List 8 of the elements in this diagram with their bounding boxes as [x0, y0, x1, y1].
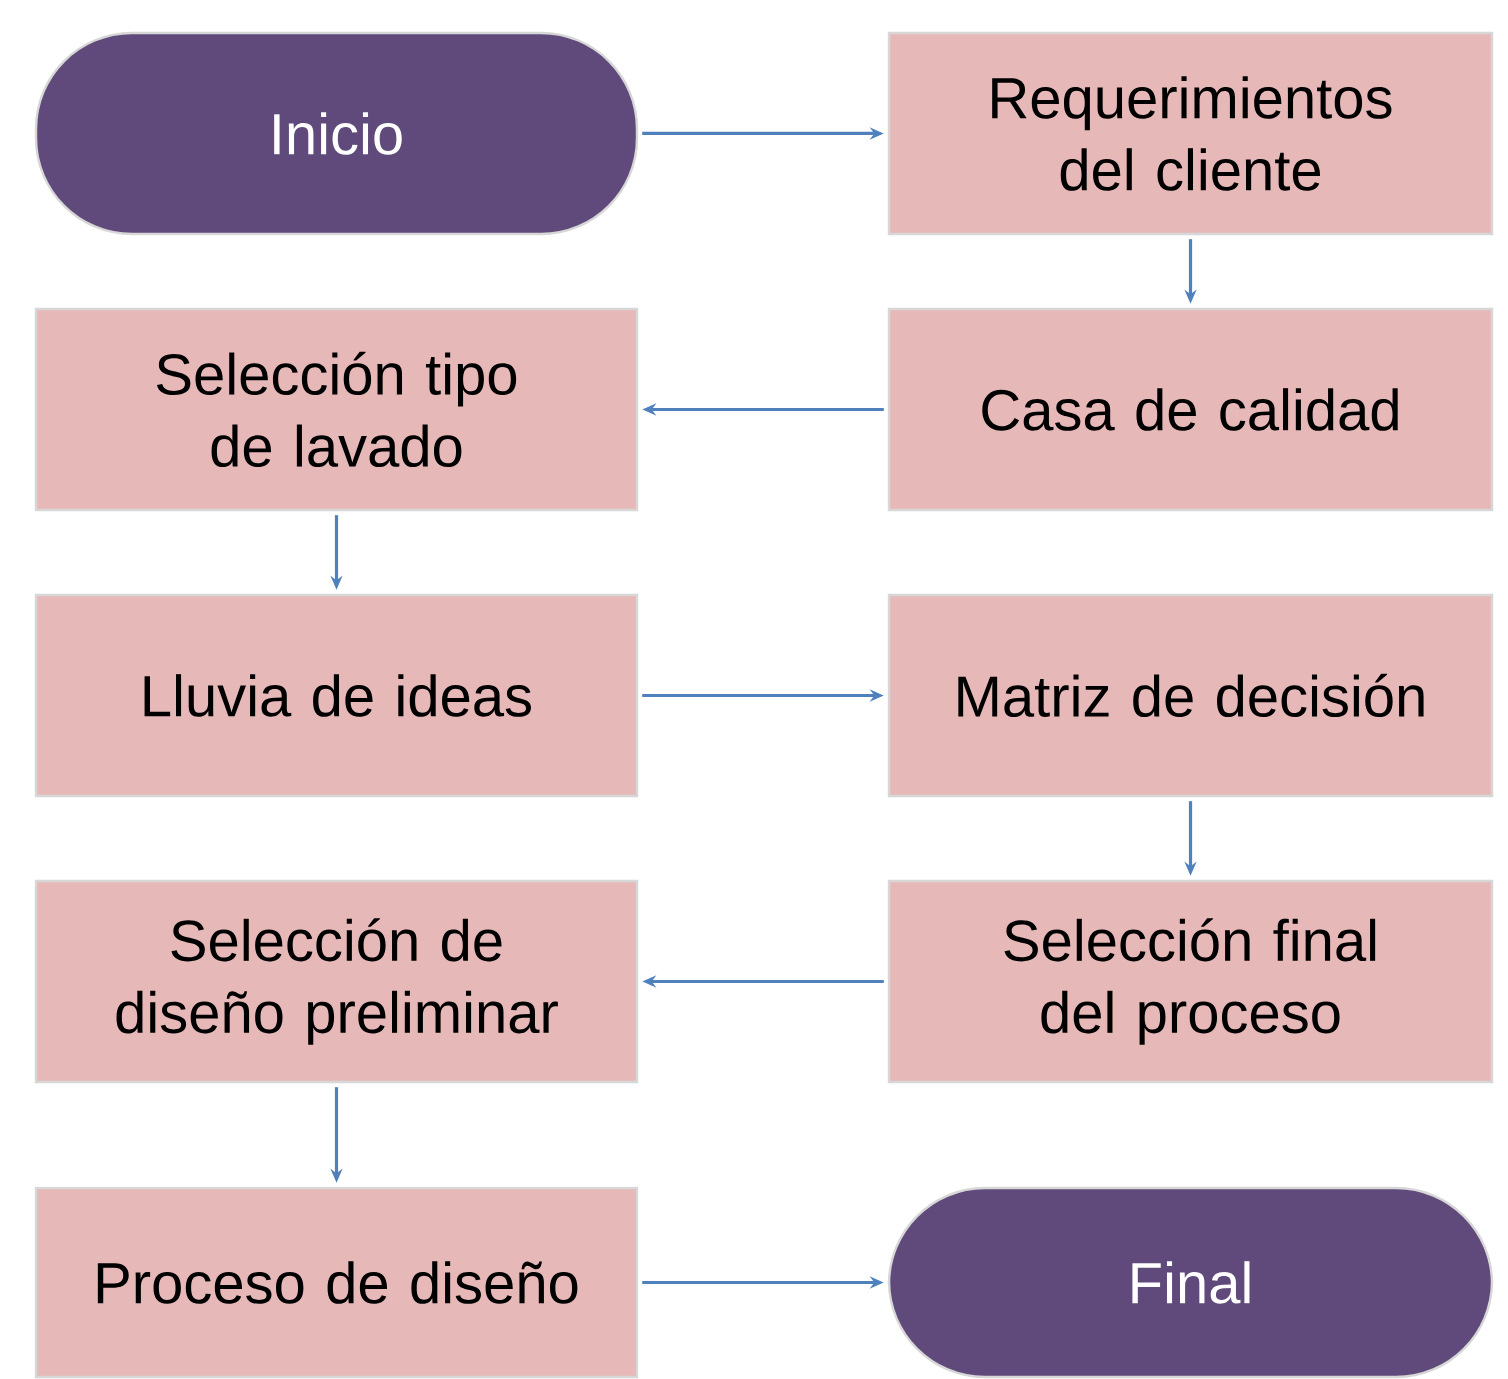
- process-box: Casa de calidad: [887, 307, 1494, 512]
- process-box: Selección tipo de lavado: [34, 307, 639, 512]
- process-box: Selección final del proceso: [887, 879, 1494, 1084]
- process-box: Matriz de decisión: [887, 593, 1494, 798]
- process-box: Selección de diseño preliminar: [34, 879, 639, 1084]
- process-box: Proceso de diseño: [34, 1186, 639, 1379]
- process-box: Requerimientos del cliente: [887, 31, 1494, 236]
- process-box: Lluvia de ideas: [34, 593, 639, 798]
